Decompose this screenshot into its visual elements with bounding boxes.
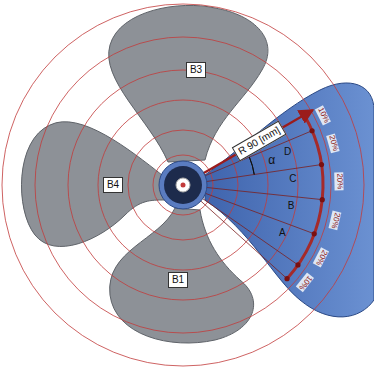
span-percentage: 20% bbox=[334, 173, 343, 191]
hub bbox=[159, 161, 207, 209]
blade-name: B1 bbox=[172, 274, 184, 286]
blue-blade bbox=[205, 83, 374, 317]
span-dot bbox=[284, 276, 289, 281]
section-letter: A bbox=[278, 227, 287, 238]
radius-circles bbox=[2, 4, 364, 366]
angle-symbol: α bbox=[267, 154, 276, 167]
section-letter: C bbox=[288, 173, 297, 184]
angle-arc bbox=[249, 157, 254, 174]
span-dot bbox=[312, 231, 317, 236]
span-dot bbox=[319, 162, 324, 167]
blade-name: B4 bbox=[107, 179, 119, 191]
span-dot bbox=[309, 128, 314, 133]
blade-label-box: B3 bbox=[186, 62, 206, 78]
span-dot bbox=[320, 197, 325, 202]
blade-name: B3 bbox=[190, 64, 202, 76]
span-dot bbox=[295, 262, 300, 267]
section-letter: D bbox=[283, 146, 292, 157]
blade-label-box: B1 bbox=[168, 272, 188, 288]
blade-label-box: B4 bbox=[103, 177, 123, 193]
section-letter: B bbox=[287, 200, 296, 211]
